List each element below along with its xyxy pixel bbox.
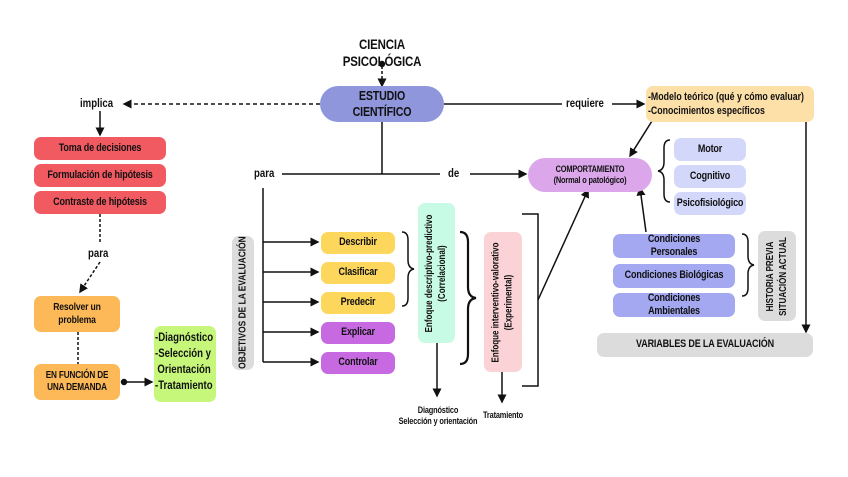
implica-item-box[interactable]	[34, 164, 166, 187]
outcome-line: -Tratamiento	[155, 378, 213, 392]
requiere-item: -Conocimientos específicos	[648, 105, 765, 117]
objective-describir[interactable]	[321, 232, 395, 254]
para-to-resolver-arrow	[79, 261, 101, 294]
connector-para-mid: para	[254, 166, 275, 180]
outcome-line: Orientación	[157, 362, 211, 376]
demanda-outcomes-box: -Diagnóstico -Selección y Orientación -T…	[154, 326, 216, 402]
title: CIENCIA PSICOLÓGICA	[342, 36, 422, 69]
condition-box[interactable]	[613, 234, 735, 258]
behavior-type-box[interactable]	[674, 165, 746, 188]
behavior-type-box[interactable]	[674, 138, 746, 161]
bracket-to-behavior-arrow	[537, 188, 589, 301]
condition-label: Condiciones Ambientales	[647, 291, 701, 317]
outcome-line: -Diagnóstico	[155, 330, 214, 344]
objetivos-label-box: OBJETIVOS DE LA EVALUACIÓN	[232, 236, 254, 370]
enfoque-interventivo-box[interactable]: Enfoque interventivo-valorativo (Experim…	[484, 232, 522, 372]
connector-de: de	[448, 166, 460, 180]
objective-label: Predecir	[340, 296, 376, 309]
condition-box[interactable]	[613, 264, 735, 288]
requiere-item: -Modelo teórico (qué y cómo evaluar)	[648, 91, 804, 103]
resolver-node[interactable]	[34, 296, 120, 332]
model-to-behavior-arrow	[629, 120, 653, 158]
objective-label: Explicar	[341, 326, 375, 339]
objective-explicar[interactable]	[321, 322, 395, 344]
connector-requiere: requiere	[566, 96, 604, 110]
behavior-type: Psicofisiológico	[676, 196, 744, 209]
objective-label: Describir	[339, 236, 377, 249]
behavior-node[interactable]	[528, 158, 652, 192]
behavior-types-brace	[657, 139, 671, 203]
historia-box: HISTORIA PREVIA SITUACIÓN ACTUAL	[758, 231, 796, 321]
enfoque-bracket	[522, 213, 539, 387]
conditions-brace	[741, 233, 755, 297]
objective-label: Clasificar	[338, 266, 378, 279]
connector-para-left: para	[88, 246, 109, 260]
enfoque-descriptivo-box[interactable]: Enfoque descriptivo-predictivo (Correlac…	[418, 203, 455, 343]
implica-item: Contraste de hipótesis	[53, 195, 147, 208]
demanda-node[interactable]	[34, 364, 120, 400]
condition-box[interactable]	[613, 293, 735, 317]
conditions-to-behavior-arrow	[636, 186, 647, 233]
variables-label: VARIABLES DE LA EVALUACIÓN	[636, 338, 774, 351]
behavior-type: Cognitivo	[689, 169, 731, 182]
outcome-line: -Selección y	[155, 346, 212, 360]
objective-clasificar[interactable]	[321, 262, 395, 284]
variables-node[interactable]	[597, 333, 813, 357]
resolver-label: Resolver un problema	[53, 301, 101, 326]
central-node[interactable]	[320, 86, 444, 122]
descriptivo-outcome: Diagnóstico Selección y orientación	[398, 405, 478, 426]
enfoque-brace	[459, 230, 477, 366]
objective-controlar[interactable]	[321, 352, 395, 374]
implica-item: Toma de decisiones	[58, 141, 142, 154]
condition-label: Condiciones Biológicas	[624, 269, 724, 282]
interventivo-outcome: Tratamiento	[482, 409, 524, 420]
behavior-type: Motor	[697, 142, 723, 155]
enfoque-interventivo-label: Enfoque interventivo-valorativo (Experim…	[490, 241, 515, 363]
implica-item-box[interactable]	[34, 137, 166, 160]
demanda-label: EN FUNCIÓN DE UNA DEMANDA	[45, 370, 109, 393]
objetivos-label: OBJETIVOS DE LA EVALUACIÓN	[236, 236, 249, 370]
enfoque-descriptivo-label: Enfoque descriptivo-predictivo (Correlac…	[424, 214, 448, 332]
objective-predecir[interactable]	[321, 292, 395, 314]
requiere-box[interactable]: -Modelo teórico (qué y cómo evaluar) -Co…	[646, 86, 814, 122]
behavior-type-box[interactable]	[674, 192, 746, 215]
historia-label: HISTORIA PREVIA SITUACIÓN ACTUAL	[764, 236, 789, 316]
descriptive-brace	[401, 231, 415, 307]
implica-item-box[interactable]	[34, 191, 166, 214]
central-node-label: ESTUDIO CIENTÍFICO	[352, 88, 412, 119]
condition-label: Condiciones Personales	[647, 232, 701, 258]
objective-label: Controlar	[338, 356, 378, 369]
connector-implica: implica	[80, 96, 114, 110]
behavior-label: COMPORTAMIENTO (Normal o patológico)	[553, 164, 627, 185]
implica-item: Formulación de hipótesis	[47, 168, 153, 181]
